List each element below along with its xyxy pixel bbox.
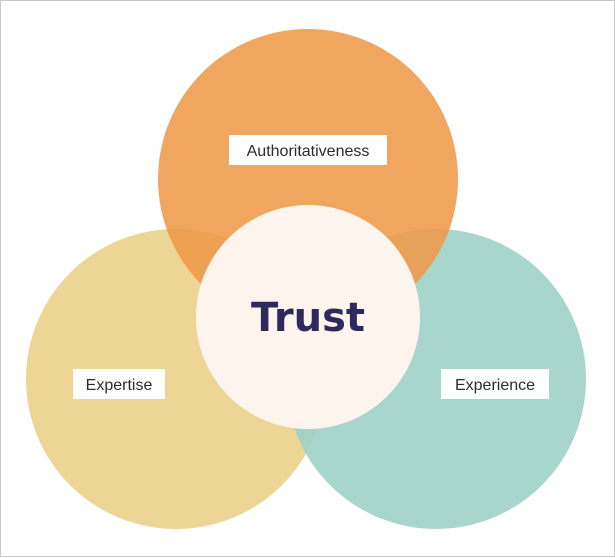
trust-circle — [196, 205, 420, 429]
authoritativeness-label: Authoritativeness — [247, 143, 370, 160]
experience-label: Experience — [455, 377, 535, 394]
expertise-label: Expertise — [86, 377, 153, 394]
authoritativeness-label-box: Authoritativeness — [229, 135, 387, 165]
expertise-label-box: Expertise — [73, 369, 165, 399]
trust-label: Trust — [251, 295, 365, 341]
experience-label-box: Experience — [441, 369, 549, 399]
